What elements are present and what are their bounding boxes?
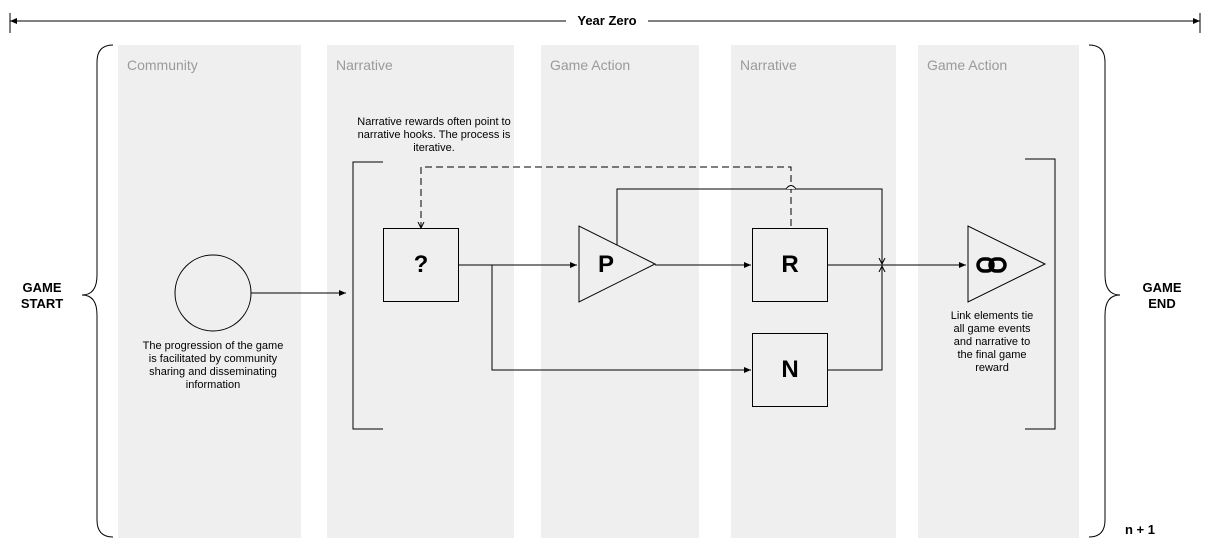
hook-node: ? — [383, 228, 459, 302]
narrative-node: N — [752, 333, 828, 407]
iteration-label: n + 1 — [1125, 522, 1155, 537]
game-end-label: GAME END — [1129, 280, 1195, 312]
link-note: Link elements tie all game events and na… — [950, 310, 1034, 374]
timeline-right-arrowhead — [1193, 18, 1200, 24]
reward-node-label: R — [781, 251, 799, 278]
arrow-n-to-link — [828, 266, 882, 371]
timeline-label: Year Zero — [566, 13, 648, 29]
lane-title: Narrative — [740, 57, 797, 73]
lane-title: Game Action — [550, 57, 631, 73]
community-note: The progression of the game is facilitat… — [142, 340, 284, 391]
game-start-line2: START — [20, 296, 64, 311]
lane-game-action-2: Game Action — [918, 45, 1079, 538]
reward-node: R — [752, 228, 828, 302]
lane-title: Game Action — [927, 57, 1008, 73]
game-start-line1: GAME — [22, 280, 62, 295]
left-brace — [81, 44, 114, 538]
left-bracket — [352, 161, 383, 430]
lane-game-action-1: Game Action — [541, 45, 699, 538]
lane-title: Community — [127, 57, 198, 73]
game-start-label: GAME START — [12, 280, 72, 312]
narrative-node-label: N — [781, 356, 799, 383]
right-bracket — [1025, 158, 1056, 430]
chain-link-icon — [976, 257, 1007, 273]
arrow-p-bypass — [616, 188, 882, 264]
right-brace — [1088, 44, 1121, 538]
timeline-left-arrowhead — [10, 18, 17, 24]
line-hop — [785, 185, 797, 190]
narrative-rewards-note: Narrative rewards often point to narrati… — [357, 116, 511, 154]
hook-node-label: ? — [413, 251, 429, 278]
p-node-label: P — [597, 251, 614, 278]
game-end-line1: GAME — [1142, 280, 1182, 295]
dashed-feedback-arrow — [421, 166, 792, 228]
arrow-hook-to-n — [458, 264, 751, 373]
community-circle — [174, 254, 252, 332]
game-end-line2: END — [1148, 296, 1176, 311]
lane-title: Narrative — [336, 57, 393, 73]
